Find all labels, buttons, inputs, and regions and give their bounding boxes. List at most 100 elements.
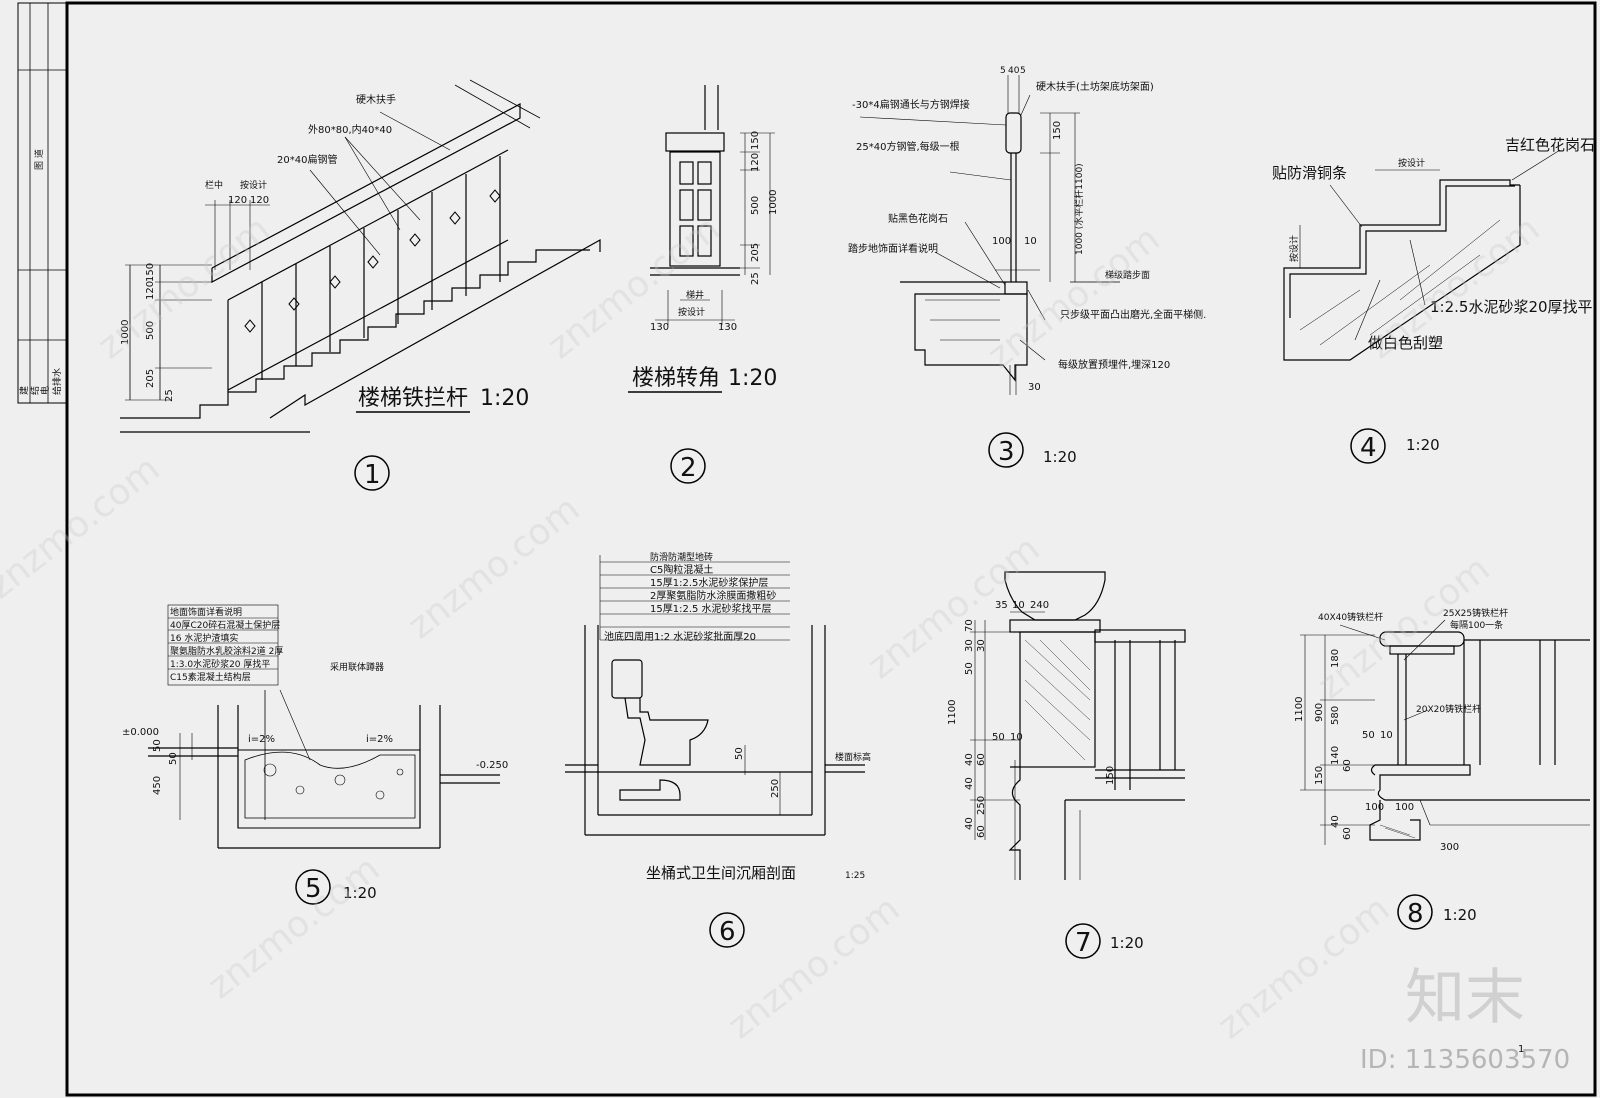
detail4-callout-circle bbox=[1350, 428, 1386, 464]
detail8-dim-5: 10 bbox=[1380, 730, 1393, 741]
watermark-logo: 知末 bbox=[1405, 963, 1525, 1033]
detail1-dim-0: 120 bbox=[228, 195, 247, 206]
detail7-dim-12: 40 bbox=[964, 777, 975, 790]
detail-7-balustrade bbox=[970, 571, 1186, 880]
detail5-dim-1: 50 bbox=[168, 752, 179, 765]
detail1-scale: 1:20 bbox=[480, 386, 529, 411]
detail6-legend-5: 池底四周用1:2 水泥砂浆批面厚20 bbox=[604, 630, 756, 643]
detail-3-railing-section bbox=[859, 75, 1120, 395]
detail8-dim-13: 300 bbox=[1440, 842, 1459, 853]
detail5-legend-2: 16 水泥护渣填实 bbox=[170, 632, 238, 644]
detail8-scale: 1:20 bbox=[1443, 906, 1477, 924]
detail8-dim-12: 60 bbox=[1342, 827, 1353, 840]
detail-1-stair-railing bbox=[120, 79, 601, 433]
watermark-site-9: znzmo.com bbox=[720, 888, 907, 1047]
detail7-dim-1: 10 bbox=[1012, 600, 1025, 611]
detail8-dim-9: 100 bbox=[1365, 802, 1384, 813]
detail4-number: 4 bbox=[1360, 433, 1377, 463]
detail2-number: 2 bbox=[680, 453, 697, 483]
detail3-dim-5: 10 bbox=[1024, 236, 1037, 247]
detail7-dim-0: 35 bbox=[995, 600, 1008, 611]
detail2-dim-1: 120 bbox=[750, 153, 761, 172]
detail8-dim-8: 60 bbox=[1342, 759, 1353, 772]
detail8-dim-2: 900 bbox=[1314, 703, 1325, 722]
watermark-id: ID: 1135603570 bbox=[1360, 1045, 1570, 1075]
detail4-label-mortar: 1:2.5水泥砂浆20厚找平 bbox=[1430, 298, 1593, 316]
detail2-title: 楼梯转角 bbox=[632, 366, 720, 391]
detail7-dim-2: 240 bbox=[1030, 600, 1049, 611]
detail7-dim-14: 40 bbox=[964, 817, 975, 830]
detail4-label-design-side: 按设计 bbox=[1288, 235, 1300, 262]
detail5-legend-3: 聚氨脂防水乳胶涂料2道 2厚 bbox=[170, 645, 283, 657]
detail7-dim-13: 250 bbox=[976, 796, 987, 815]
detail5-legend-4: 1:3.0水泥砂浆20 厚找平 bbox=[170, 658, 270, 670]
detail6-legend-3: 2厚聚氨脂防水涂膜面撒粗砂 bbox=[650, 589, 776, 602]
detail5-callout-circle bbox=[295, 869, 331, 905]
detail8-label-post: 40X40铸铁栏杆 bbox=[1318, 611, 1383, 623]
detail1-dim-3: 150 bbox=[145, 263, 156, 282]
detail7-dim-10: 40 bbox=[964, 753, 975, 766]
detail1-dim-4: 120 bbox=[145, 281, 156, 300]
detail7-dim-11: 60 bbox=[976, 753, 987, 766]
detail4-label-design-top: 按设计 bbox=[1398, 157, 1425, 169]
detail3-label-handrail: 硬木扶手(土坊架底坊架面) bbox=[1036, 80, 1154, 93]
detail3-dim-1: 40 bbox=[1008, 66, 1020, 76]
detail8-label-bar: 20X20铸铁栏杆 bbox=[1416, 703, 1481, 715]
detail1-title: 楼梯铁拦杆 bbox=[358, 386, 468, 411]
detail7-dim-16: 150 bbox=[1105, 766, 1116, 785]
detail-4-stair-tread bbox=[1283, 149, 1561, 361]
detail7-dim-8: 50 bbox=[992, 732, 1005, 743]
watermark-site-0: znzmo.com bbox=[90, 208, 277, 367]
detail3-label-tread: 踏步地饰面详看说明 bbox=[848, 242, 938, 255]
watermark-site-1: znzmo.com bbox=[540, 208, 727, 367]
detail8-dim-0: 180 bbox=[1330, 649, 1341, 668]
detail1-callout-circle bbox=[354, 455, 390, 491]
detail6-title: 坐桶式卫生间沉厢剖面 bbox=[646, 864, 796, 882]
detail1-label-tube: 20*40扁钢管 bbox=[277, 153, 337, 166]
detail8-dim-10: 100 bbox=[1395, 802, 1414, 813]
detail1-label-frame: 外80*80,内40*40 bbox=[308, 123, 392, 136]
detail7-dim-5: 30 bbox=[976, 639, 987, 652]
detail-2-stair-corner bbox=[650, 85, 775, 325]
detail8-callout-circle bbox=[1397, 894, 1433, 930]
detail7-dim-4: 30 bbox=[964, 639, 975, 652]
detail3-dim-3: 150 bbox=[1052, 121, 1063, 140]
detail2-callout-circle bbox=[670, 448, 706, 484]
detail-8-cast-iron-railing bbox=[1300, 619, 1590, 845]
detail6-legend-1: C5陶粒混凝土 bbox=[650, 563, 713, 576]
detail-5-toilet-pit bbox=[148, 604, 500, 849]
detail8-label-rail: 25X25铸铁栏杆 bbox=[1443, 607, 1508, 619]
detail-6-sunken-toilet bbox=[565, 555, 865, 836]
detail3-label-height: 1000 (水平栏杆1100) bbox=[1073, 163, 1085, 255]
detail8-label-spacing: 每隔100一条 bbox=[1450, 619, 1503, 631]
detail2-dim-0: 150 bbox=[750, 131, 761, 150]
detail7-dim-6: 50 bbox=[964, 662, 975, 675]
detail5-legend-5: C15素混凝土结构层 bbox=[170, 671, 251, 683]
side-block-row-3: 给排水 bbox=[51, 368, 63, 395]
detail5-label-slope-left: i=2% bbox=[248, 734, 275, 745]
detail5-label-fixture: 采用联体蹲器 bbox=[330, 661, 384, 673]
detail4-label-plaster: 做白色刮塑 bbox=[1368, 334, 1443, 352]
detail3-label-treadface: 梯级踏步面 bbox=[1105, 269, 1150, 281]
detail6-number: 6 bbox=[719, 917, 736, 947]
detail1-dim-7: 25 bbox=[164, 389, 175, 402]
detail2-dim-4: 25 bbox=[750, 272, 761, 285]
detail5-label-minus: -0.250 bbox=[476, 760, 508, 771]
detail3-callout-circle bbox=[988, 432, 1024, 468]
detail2-dim-2: 500 bbox=[750, 196, 761, 215]
detail1-dim-5: 500 bbox=[145, 321, 156, 340]
detail5-dim-0: 50 bbox=[152, 739, 163, 752]
detail2-dim-6: 130 bbox=[650, 322, 669, 333]
detail6-label-floor: 楼面标高 bbox=[835, 751, 871, 763]
detail1-label-handrail: 硬木扶手 bbox=[356, 93, 396, 106]
detail3-label-granite: 贴黑色花岗石 bbox=[888, 212, 948, 225]
detail2-dim-7: 130 bbox=[718, 322, 737, 333]
detail5-dim-2: 450 bbox=[152, 776, 163, 795]
watermark-site-10: znzmo.com bbox=[1210, 888, 1397, 1047]
detail6-legend-2: 15厚1:2.5水泥砂浆保护层 bbox=[650, 576, 768, 589]
detail3-dim-6: 30 bbox=[1028, 382, 1041, 393]
detail1-dim-1: 120 bbox=[250, 195, 269, 206]
sheet-border bbox=[65, 1, 1597, 1097]
detail7-dim-9: 10 bbox=[1010, 732, 1023, 743]
